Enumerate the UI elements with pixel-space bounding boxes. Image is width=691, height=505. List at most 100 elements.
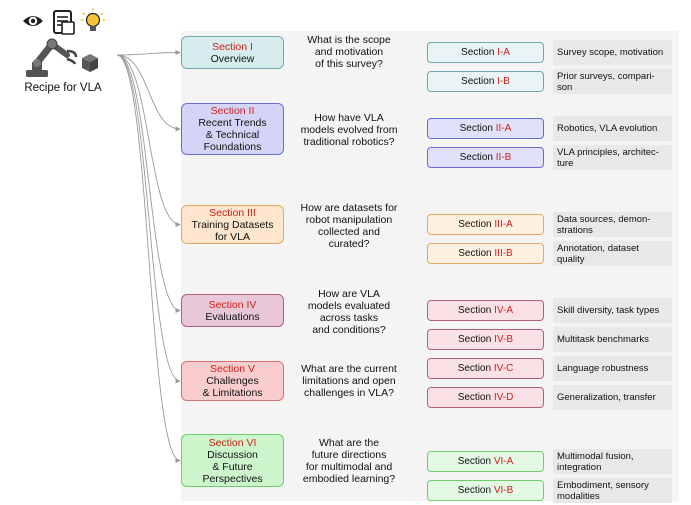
question-line: What is the scope — [307, 34, 391, 46]
section-label: Recent Trends — [198, 117, 267, 129]
section-title: Section VI — [208, 436, 257, 449]
description-line: son — [557, 81, 573, 93]
question-line: collected and — [318, 226, 380, 238]
subsection-vi-b-box: Section VI-B — [427, 480, 544, 501]
subsection-number: I-A — [497, 47, 510, 58]
description-line: ture — [557, 157, 574, 169]
subsection-number: III-B — [494, 248, 513, 259]
subsection-iv-a-box: Section IV-A — [427, 300, 544, 321]
section-label: Foundations — [203, 141, 262, 153]
subsection-ii-a-box: Section II-A — [427, 118, 544, 139]
subsection-i-a-description: Survey scope, motivation — [553, 40, 672, 65]
connector-root-section-vi — [116, 54, 181, 464]
section-label: Perspectives — [202, 472, 263, 485]
subsection-number: III-A — [494, 219, 513, 230]
description-line: Multitask benchmarks — [557, 334, 649, 345]
subsection-iv-a-description: Skill diversity, task types — [553, 298, 672, 323]
description-line: Embodiment, sensory — [557, 479, 649, 491]
subsection-prefix: Section — [457, 363, 494, 374]
subsection-vi-a-box: Section VI-A — [427, 451, 544, 472]
subsection-number: IV-C — [493, 363, 514, 374]
question-line: What are the current — [301, 363, 397, 375]
subsection-iv-d-box: Section IV-D — [427, 387, 544, 408]
background-panel — [181, 31, 679, 501]
description-text: Data sources, demon-strations — [557, 214, 650, 236]
subsection-iii-b-box: Section III-B — [427, 243, 544, 264]
description-text: Multitask benchmarks — [557, 334, 649, 345]
description-line: quality — [557, 253, 585, 265]
section-label: Evaluations — [205, 310, 260, 323]
subsection-iv-b-box: Section IV-B — [427, 329, 544, 350]
description-text: Skill diversity, task types — [557, 305, 659, 316]
description-line: Multimodal fusion, — [557, 450, 634, 462]
question-line: traditional robotics? — [303, 136, 395, 148]
question-line: How have VLA — [314, 112, 384, 124]
connector-root-section-ii — [116, 54, 181, 132]
description-line: strations — [557, 224, 593, 236]
subsection-number: VI-B — [493, 485, 514, 496]
description-text: Language robustness — [557, 363, 648, 374]
description-text: Survey scope, motivation — [557, 47, 663, 58]
section-label: Discussion — [207, 448, 258, 461]
subsection-prefix: Section — [457, 392, 494, 403]
subsection-ii-b-box: Section II-B — [427, 147, 544, 168]
question-line: limitations and open — [302, 375, 396, 387]
subsection-number: I-B — [497, 76, 510, 87]
subsection-number: IV-B — [494, 334, 514, 345]
subsection-prefix: Section — [457, 456, 494, 467]
subsection-number: II-B — [495, 152, 512, 163]
question-line: across tasks — [319, 312, 379, 324]
question-line: and conditions? — [312, 324, 386, 336]
section-title: Section V — [210, 363, 255, 375]
connector-root-section-iv — [116, 54, 181, 314]
section-label: Training Datasets — [191, 218, 274, 231]
subsection-ii-b-description: VLA principles, architec-ture — [553, 145, 672, 170]
section-label: for VLA — [214, 230, 251, 243]
section-title: Section III — [209, 206, 256, 219]
subsection-i-a-box: Section I-A — [427, 42, 544, 63]
subsection-prefix: Section — [457, 334, 495, 345]
description-line: Skill diversity, task types — [557, 305, 660, 316]
subsection-prefix: Section — [458, 219, 495, 230]
question-line: challenges in VLA? — [304, 387, 394, 399]
subsection-prefix: Section — [457, 305, 495, 316]
subsection-number: IV-D — [493, 392, 514, 403]
connector-root-section-i — [116, 49, 181, 56]
description-line: Robotics, VLA evolution — [557, 123, 658, 134]
description-line: Survey scope, motivation — [557, 47, 664, 58]
connector-root-section-iii — [116, 54, 181, 228]
subsection-number: IV-A — [494, 305, 514, 316]
question-line: future directions — [311, 449, 387, 461]
question-line: models evaluated — [307, 300, 391, 312]
question-line: of this survey? — [315, 58, 383, 70]
section-title: Section I — [212, 40, 253, 53]
subsection-vi-a-description: Multimodal fusion,integration — [553, 449, 672, 474]
question-line: models evolved from — [300, 124, 398, 136]
question-line: How are VLA — [318, 288, 380, 300]
section-label: & Future — [212, 460, 253, 473]
subsection-iv-c-box: Section IV-C — [427, 358, 544, 379]
section-label: Overview — [210, 52, 255, 65]
description-text: Robotics, VLA evolution — [557, 123, 657, 134]
lightbulb-icon — [81, 8, 105, 31]
question-line: for multimodal and — [305, 461, 393, 473]
description-text: VLA principles, architec-ture — [557, 147, 659, 169]
eye-icon — [23, 16, 43, 26]
description-text: Prior surveys, compari-son — [557, 71, 655, 93]
section-label: & Limitations — [202, 387, 263, 399]
description-line: VLA principles, architec- — [557, 146, 659, 158]
connector-root-section-v — [116, 54, 181, 384]
